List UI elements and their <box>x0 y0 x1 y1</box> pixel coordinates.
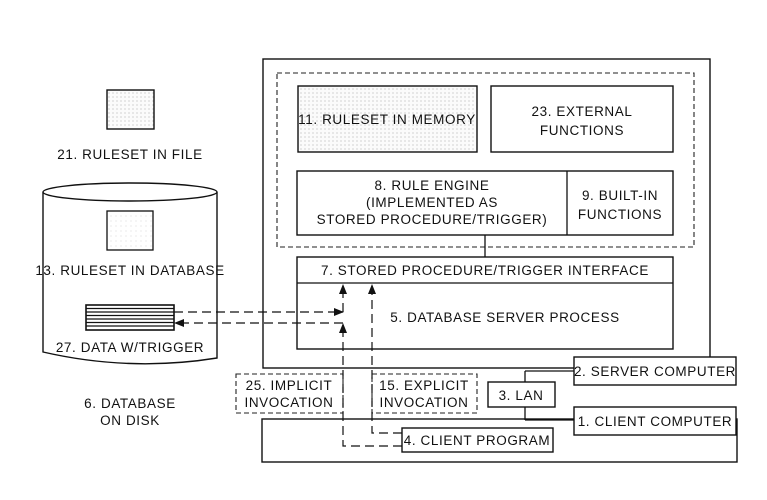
client-computer-label: 1. CLIENT COMPUTER <box>578 414 733 429</box>
rule-engine-label-1: 8. RULE ENGINE <box>375 178 490 193</box>
builtin-functions-label-2: FUNCTIONS <box>578 207 662 222</box>
rule-engine-label-2: (IMPLEMENTED AS <box>366 195 498 210</box>
implicit-invocation-path <box>339 323 402 447</box>
ruleset-in-memory-box <box>297 85 478 153</box>
implicit-invocation-label-2: INVOCATION <box>244 395 333 410</box>
database-cylinder-top <box>42 182 218 202</box>
ruleset-db-icon <box>106 210 154 251</box>
db-server-process-label: 5. DATABASE SERVER PROCESS <box>390 310 619 325</box>
database-disk-label-1: 6. DATABASE <box>84 396 176 411</box>
data-trigger-label: 27. DATA W/TRIGGER <box>56 340 204 355</box>
client-computer-label-box <box>573 406 737 436</box>
database-server-process-box <box>296 256 674 350</box>
database-disk-label-2: ON DISK <box>100 413 160 428</box>
implicit-invocation-box <box>235 373 344 414</box>
explicit-invocation-path <box>368 284 402 434</box>
external-functions-label-2: FUNCTIONS <box>540 123 624 138</box>
explicit-invocation-label-1: 15. EXPLICIT <box>379 378 469 393</box>
client-program-label: 4. CLIENT PROGRAM <box>404 433 550 448</box>
sp-interface-label: 7. STORED PROCEDURE/TRIGGER INTERFACE <box>321 263 649 278</box>
lan-label: 3. LAN <box>499 388 544 403</box>
ruleset-db-label: 13. RULESET IN DATABASE <box>35 263 224 278</box>
external-functions-box <box>490 85 674 153</box>
ruleset-memory-label: 11. RULESET IN MEMORY <box>298 112 476 127</box>
client-computer-box <box>261 418 738 463</box>
explicit-invocation-box <box>371 373 478 414</box>
implicit-invocation-label-1: 25. IMPLICIT <box>246 378 333 393</box>
ruleset-in-file: 21. RULESET IN FILE <box>57 89 202 162</box>
builtin-functions-label-1: 9. BUILT-IN <box>582 188 658 203</box>
ruleset-file-label: 21. RULESET IN FILE <box>57 147 202 162</box>
database-on-disk: 13. RULESET IN DATABASE 27. DATA W/TRIGG… <box>35 182 224 428</box>
lan-box <box>487 381 556 408</box>
external-functions-label-1: 23. EXTERNAL <box>532 104 633 119</box>
client-program-box <box>401 427 554 453</box>
rule-engine-label-3: STORED PROCEDURE/TRIGGER) <box>317 212 548 227</box>
data-trigger-icon <box>85 304 175 331</box>
server-computer-label-box <box>573 356 737 386</box>
explicit-invocation-label-2: INVOCATION <box>379 395 468 410</box>
ruleset-file-icon <box>106 89 155 130</box>
server-computer-label: 2. SERVER COMPUTER <box>574 364 736 379</box>
rule-engine-box <box>296 170 674 236</box>
